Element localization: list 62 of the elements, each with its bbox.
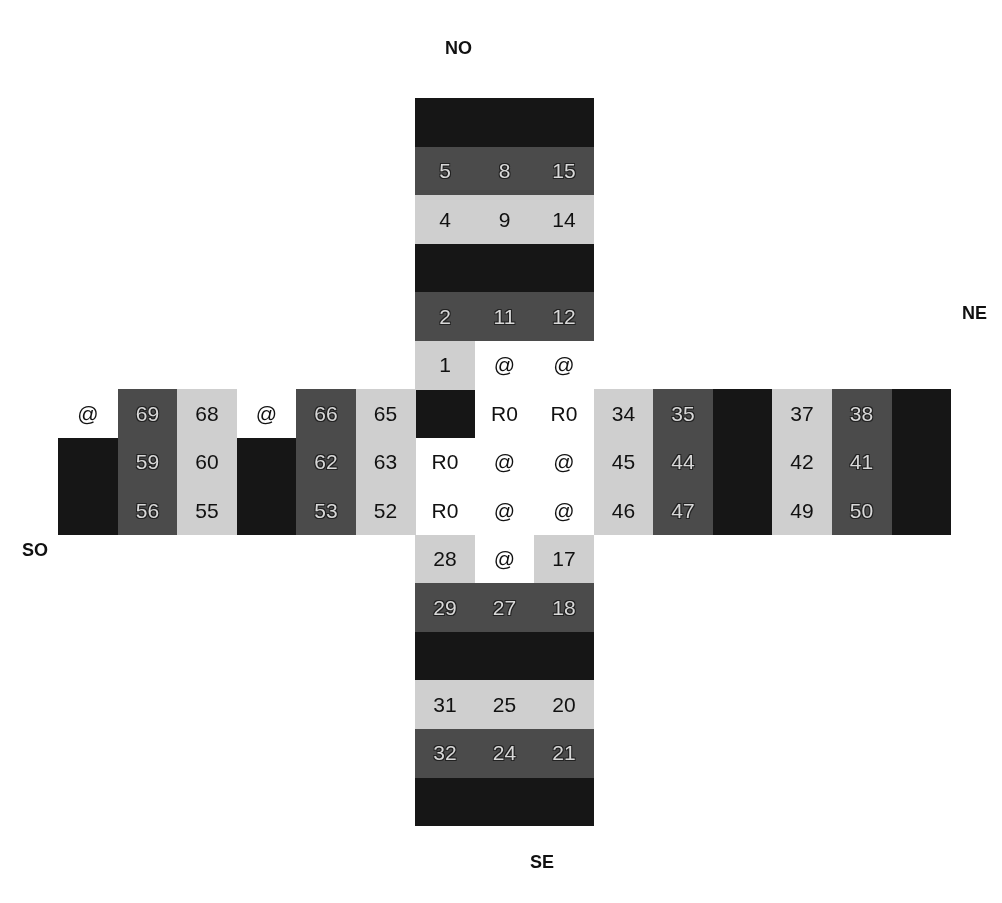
- number-cell: 63: [355, 437, 416, 487]
- number-cell: 29: [415, 583, 475, 632]
- number-cell: 46: [593, 486, 654, 535]
- cell-mark: @: [255, 401, 278, 426]
- number-cell: 1: [415, 340, 475, 390]
- compass-label: SO: [22, 540, 48, 561]
- compass-label: SE: [530, 852, 554, 873]
- number-cell: 55: [177, 486, 237, 535]
- number-cell: 31: [415, 680, 475, 729]
- cell-mark: @: [553, 450, 575, 474]
- cell-mark: R0: [491, 401, 518, 426]
- number-cell: 21: [534, 728, 594, 778]
- number-cell: 15: [534, 146, 594, 196]
- compass-label: NO: [445, 38, 472, 59]
- number-cell: 12: [534, 292, 594, 341]
- number-cell: 44: [653, 437, 713, 487]
- number-cell: 38: [831, 389, 892, 438]
- number-cell: 20: [534, 680, 594, 729]
- cell-mark: @: [493, 498, 516, 523]
- number-cell: 50: [831, 486, 892, 535]
- number-cell: 28: [415, 534, 475, 584]
- number-cell: 47: [653, 486, 713, 535]
- number-cell: 27: [474, 583, 535, 632]
- number-cell: 35: [653, 389, 713, 438]
- compass-label: NE: [962, 303, 987, 324]
- number-cell: 4: [415, 195, 475, 244]
- number-cell: 8: [474, 146, 535, 196]
- cell-mark: R0: [431, 498, 459, 523]
- number-cell: 52: [355, 486, 416, 535]
- cell-mark: @: [77, 401, 99, 426]
- number-cell: 25: [474, 680, 535, 729]
- cell-mark: R0: [550, 401, 578, 426]
- number-cell: 14: [534, 195, 594, 244]
- number-cell: 5: [415, 146, 475, 196]
- cell-mark: @: [553, 498, 575, 523]
- number-cell: 2: [415, 292, 475, 341]
- cell-mark: @: [493, 547, 516, 571]
- number-cell: 60: [177, 437, 237, 487]
- number-cell: 59: [117, 437, 178, 487]
- number-cell: 32: [415, 728, 475, 778]
- number-cell: 9: [474, 195, 535, 244]
- cell-mark: R0: [431, 450, 459, 474]
- cell-mark: @: [493, 450, 516, 474]
- number-cell: 68: [177, 389, 237, 438]
- number-cell: 45: [593, 437, 654, 487]
- number-cell: 41: [831, 437, 892, 487]
- number-cell: 42: [772, 437, 832, 487]
- number-cell: 18: [534, 583, 594, 632]
- number-cell: 69: [117, 389, 178, 438]
- cell-mark: @: [493, 353, 516, 377]
- number-cell: 65: [355, 389, 416, 438]
- number-cell: 62: [296, 437, 356, 487]
- number-cell: 17: [534, 534, 594, 584]
- number-cell: 11: [474, 292, 535, 341]
- number-cell: 66: [296, 389, 356, 438]
- number-cell: 53: [296, 486, 356, 535]
- number-cell: 49: [772, 486, 832, 535]
- cell-mark: @: [553, 353, 575, 377]
- number-cell: 37: [772, 389, 832, 438]
- number-cell: 24: [474, 728, 535, 778]
- number-cell: 56: [117, 486, 178, 535]
- number-cell: 34: [593, 389, 654, 438]
